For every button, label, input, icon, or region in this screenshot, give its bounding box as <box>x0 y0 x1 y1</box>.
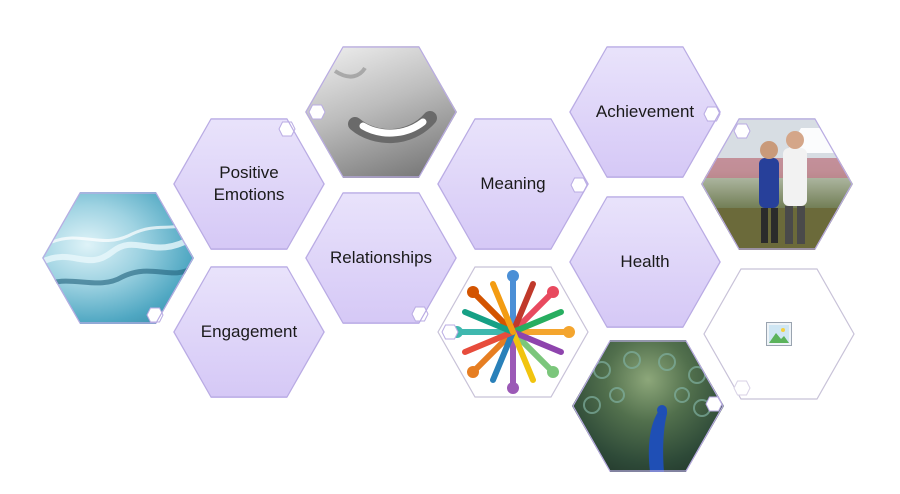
relationships-label: Relationships <box>329 248 433 267</box>
smile-image <box>305 46 457 178</box>
hex-handle-icon <box>278 121 296 137</box>
water-image <box>42 192 194 324</box>
positive-emotions-line1: Positive <box>219 163 279 182</box>
meaning-label: Meaning <box>480 174 546 193</box>
runners-image <box>701 118 853 250</box>
hex-health[interactable]: Health <box>569 196 721 328</box>
people-circle-image <box>437 266 589 398</box>
hex-handle-icon <box>441 324 459 340</box>
hex-engagement[interactable]: Engagement <box>173 266 325 398</box>
peacock-image <box>572 340 724 472</box>
hex-handle-icon <box>703 106 721 122</box>
image-placeholder-icon <box>766 322 792 346</box>
engagement-label: Engagement <box>200 322 298 341</box>
hex-relationships[interactable]: Relationships <box>305 192 457 324</box>
hex-handle-icon <box>308 104 326 120</box>
hex-positive-emotions[interactable]: Positive Emotions <box>173 118 325 250</box>
image-placeholder-hex[interactable] <box>703 268 855 400</box>
health-label: Health <box>620 252 670 271</box>
hex-handle-icon <box>733 123 751 139</box>
hex-handle-icon <box>411 306 429 322</box>
hex-meaning[interactable]: Meaning <box>437 118 589 250</box>
hex-handle-icon <box>705 396 723 412</box>
hex-achievement[interactable]: Achievement <box>569 46 721 178</box>
hex-handle-icon <box>146 307 164 323</box>
hex-handle-icon <box>570 177 588 193</box>
hex-handle-icon <box>733 380 751 396</box>
achievement-label: Achievement <box>595 102 695 121</box>
positive-emotions-line2: Emotions <box>213 185 285 204</box>
